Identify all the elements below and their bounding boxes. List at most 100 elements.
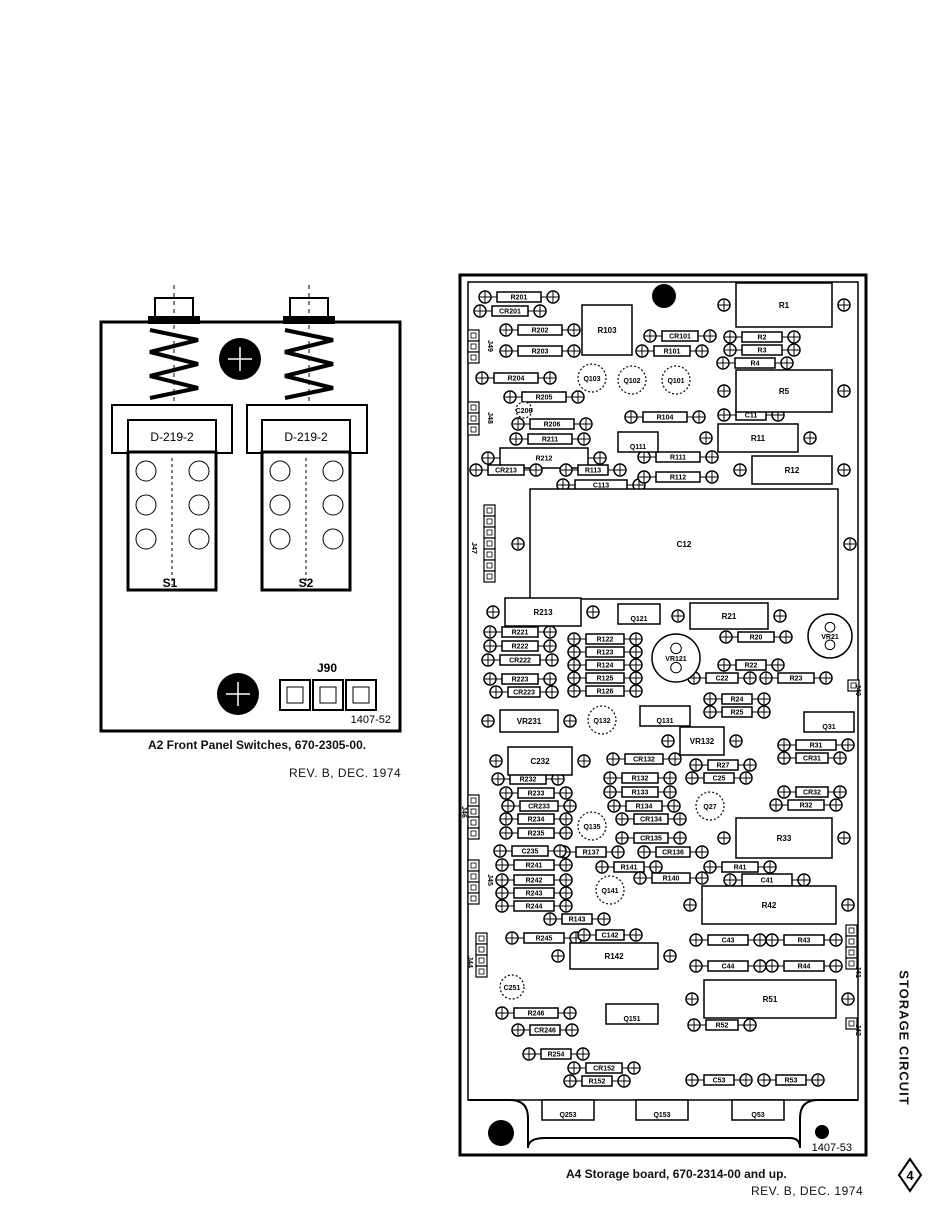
transistor-q103: [577, 363, 607, 393]
component-label: R20: [750, 635, 763, 642]
component-label: CR132: [633, 757, 655, 764]
connector-j46: [467, 794, 480, 840]
switch-body-s2: [246, 404, 368, 592]
transistor-q53: [731, 1099, 785, 1121]
solder-pad-icon: [505, 931, 519, 945]
solder-pad-icon: [595, 860, 609, 874]
component-label: R124: [597, 663, 614, 670]
connector-label: J44: [466, 956, 473, 968]
solder-pad-icon: [829, 959, 843, 973]
solder-pad-icon: [769, 798, 783, 812]
transistor-q132: [587, 705, 617, 735]
component-label: R254: [548, 1052, 565, 1059]
section-title-text: STORAGE CIRCUIT: [896, 970, 912, 1106]
solder-pad-icon: [671, 609, 685, 623]
solder-pad-icon: [617, 1074, 631, 1088]
component-vr231: [499, 709, 559, 733]
solder-pad-icon: [716, 356, 730, 370]
solder-pad-icon: [739, 771, 753, 785]
solder-pad-icon: [543, 371, 557, 385]
solder-pad-icon: [567, 671, 581, 685]
component-label: R3: [758, 348, 767, 355]
solder-pad-icon: [739, 1073, 753, 1087]
component-label: R104: [657, 415, 674, 422]
component-label: R27: [717, 763, 730, 770]
solder-pad-icon: [567, 344, 581, 358]
transistor-q151: [605, 1003, 659, 1025]
component-label: Q253: [559, 1112, 576, 1119]
solder-pad-icon: [765, 933, 779, 947]
connector-label: J45: [486, 874, 493, 886]
solder-pad-icon: [841, 738, 855, 752]
component-label: VR132: [690, 737, 715, 746]
component-label: C43: [722, 938, 735, 945]
component-label: C206: [516, 408, 533, 415]
solder-pad-icon: [543, 672, 557, 686]
solder-pad-icon: [475, 371, 489, 385]
component-label: CR246: [534, 1028, 556, 1035]
solder-pad-icon: [757, 692, 771, 706]
solder-pad-icon: [481, 653, 495, 667]
solder-pad-icon: [563, 799, 577, 813]
solder-pad-icon: [717, 384, 731, 398]
solder-pad-icon: [606, 752, 620, 766]
solder-pad-icon: [705, 470, 719, 484]
solder-pad-icon: [673, 812, 687, 826]
solder-pad-icon: [483, 625, 497, 639]
solder-pad-icon: [723, 873, 737, 887]
component-vr132: [679, 726, 725, 756]
solder-pad-icon: [843, 537, 857, 551]
connector-label: J47: [470, 542, 477, 554]
solder-pad-icon: [668, 752, 682, 766]
component-label: R242: [526, 878, 543, 885]
solder-pad-icon: [733, 463, 747, 477]
component-r51: [703, 979, 837, 1019]
solder-pad-icon: [743, 758, 757, 772]
component-label: R234: [528, 817, 545, 824]
solder-pad-icon: [787, 343, 801, 357]
solder-pad-icon: [563, 1006, 577, 1020]
component-r5: [735, 369, 833, 413]
solder-pad-icon: [703, 329, 717, 343]
solder-pad-icon: [719, 630, 733, 644]
transistor-c251: [499, 974, 525, 1000]
component-label: R223: [512, 677, 529, 684]
solder-pad-icon: [703, 860, 717, 874]
component-r42: [701, 885, 837, 925]
connector-label: J90: [317, 661, 337, 675]
solder-pad-icon: [753, 933, 767, 947]
tab-number: 4: [906, 1168, 914, 1183]
solder-pad-icon: [673, 831, 687, 845]
solder-pad-icon: [633, 871, 647, 885]
solder-pad-icon: [546, 290, 560, 304]
solder-pad-icon: [629, 658, 643, 672]
transistor-q121: [617, 603, 661, 625]
solder-pad-icon: [545, 685, 559, 699]
component-label: C12: [677, 540, 692, 549]
component-label: R4: [751, 361, 760, 368]
component-label: R213: [533, 608, 553, 617]
solder-pad-icon: [803, 431, 817, 445]
connector-j49: [467, 329, 480, 364]
component-label: Q141: [601, 888, 618, 895]
component-label: CR31: [803, 756, 821, 763]
solder-pad-icon: [729, 734, 743, 748]
solder-pad-icon: [533, 304, 547, 318]
transistor-q135: [577, 811, 607, 841]
solder-pad-icon: [509, 432, 523, 446]
figure-number: 1407-52: [351, 714, 391, 726]
solder-pad-icon: [689, 758, 703, 772]
solder-pad-icon: [837, 831, 851, 845]
solder-pad-icon: [757, 705, 771, 719]
component-label: R122: [597, 637, 614, 644]
solder-pad-icon: [787, 330, 801, 344]
component-label: R111: [670, 455, 686, 462]
solder-pad-icon: [687, 1018, 701, 1032]
switch-ref-label: S2: [299, 576, 314, 590]
solder-pad-icon: [577, 432, 591, 446]
solder-pad-icon: [773, 609, 787, 623]
component-label: C44: [722, 964, 735, 971]
solder-pad-icon: [757, 1073, 771, 1087]
component-label: VR121: [665, 656, 687, 663]
